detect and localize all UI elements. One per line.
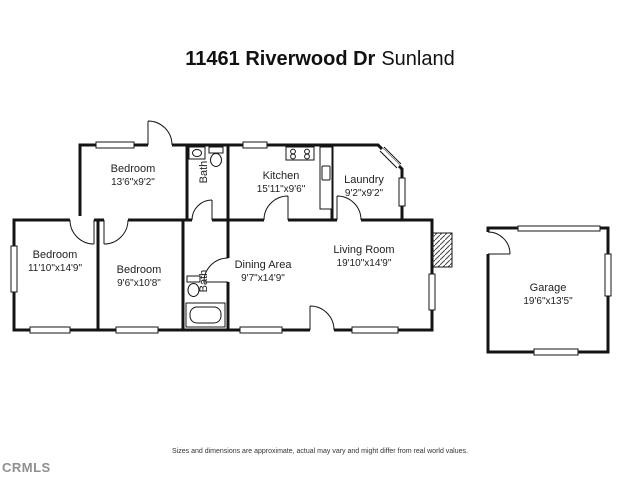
disclaimer-text: Sizes and dimensions are approximate, ac…	[172, 448, 468, 455]
room-label-dining: Dining Area	[235, 259, 293, 271]
window	[242, 141, 268, 149]
toilet-bowl-icon	[210, 153, 222, 167]
chamfer-window	[379, 146, 402, 169]
room-label-garage: Garage	[530, 282, 567, 294]
toilet-bowl-icon	[187, 283, 200, 297]
room-labels: Bedroom 13'6"x9'2" Bath Kitchen 15'11"x9…	[28, 161, 573, 307]
toilet-tank-icon	[186, 275, 201, 283]
burner-icon	[304, 153, 310, 160]
room-label-bath-top: Bath	[198, 161, 210, 184]
room-label-bath-bottom: Bath	[198, 270, 210, 293]
door-arc	[487, 231, 511, 255]
window	[398, 177, 406, 207]
room-dims-laundry: 9'2"x9'2"	[345, 188, 384, 199]
bath-top-fixtures	[188, 146, 224, 167]
fireplace	[431, 232, 453, 268]
door-arc	[69, 219, 95, 245]
window	[239, 326, 283, 334]
window	[351, 326, 399, 334]
room-label-bedroom-mid: Bedroom	[117, 264, 162, 276]
crmls-watermark: CRMLS	[2, 460, 51, 475]
room-dims-living: 19'10"x14'9"	[337, 258, 392, 269]
door-arc	[203, 257, 229, 283]
room-dims-kitchen: 15'11"x9'6"	[257, 184, 306, 195]
garage-door-opening	[517, 225, 601, 232]
door-openings	[70, 141, 492, 334]
room-dims-bedroom-left: 11'10"x14'9"	[28, 263, 83, 274]
window	[604, 253, 612, 297]
room-dims-dining: 9'7"x14'9"	[241, 273, 285, 284]
room-dims-garage: 19'6"x13'5"	[523, 296, 573, 307]
window	[29, 326, 71, 334]
windows	[10, 141, 612, 356]
room-label-laundry: Laundry	[344, 174, 384, 186]
door-arc	[336, 195, 362, 221]
room-label-kitchen: Kitchen	[263, 170, 300, 182]
kitchen-sink-icon	[321, 165, 331, 181]
window	[428, 273, 436, 311]
bath-bottom-fixtures	[185, 275, 226, 328]
house-walls	[12, 143, 434, 332]
burner-icon	[290, 148, 296, 155]
sink-basin-icon	[192, 149, 202, 157]
window	[115, 326, 159, 334]
title-city: Sunland	[381, 48, 455, 70]
toilet-tank-icon	[208, 146, 224, 154]
door-arc	[309, 305, 335, 331]
room-dims-bedroom-top: 13'6"x9'2"	[111, 177, 155, 188]
room-dims-bedroom-mid: 9'6"x10'8"	[117, 278, 161, 289]
title-address: 11461 Riverwood Dr	[185, 48, 376, 70]
window	[533, 348, 579, 356]
stove-icon	[285, 146, 315, 161]
burner-icon	[304, 148, 310, 155]
door-swings	[69, 120, 511, 331]
room-label-bedroom-left: Bedroom	[33, 249, 78, 261]
window	[10, 245, 18, 293]
room-label-living: Living Room	[333, 244, 394, 256]
door-arc	[103, 219, 129, 245]
door-arc	[147, 120, 173, 146]
fireplace-hatch	[431, 232, 453, 268]
door-arc	[263, 195, 289, 221]
room-label-bedroom-top: Bedroom	[111, 163, 156, 175]
door-arc	[191, 199, 213, 221]
window	[95, 141, 135, 149]
burner-icon	[290, 153, 296, 160]
tub-basin-icon	[189, 306, 222, 324]
kitchen-fixtures	[285, 146, 333, 210]
